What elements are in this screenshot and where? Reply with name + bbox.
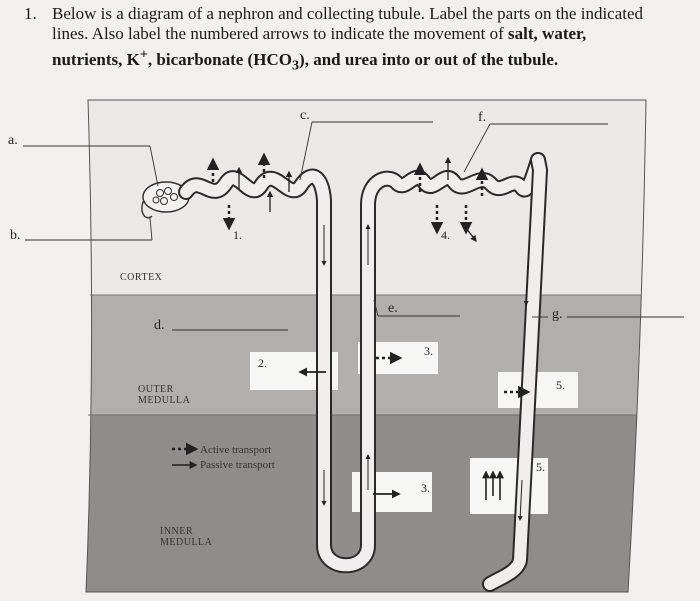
flow-arrows — [321, 224, 529, 521]
label-e: e. — [388, 301, 398, 316]
zone-cortex: CORTEX — [120, 272, 163, 283]
arrow-label-3-lower: 3. — [421, 481, 430, 495]
question-number: 1. — [24, 4, 37, 23]
question-line-2: lines. Also label the numbered arrows to… — [52, 24, 698, 44]
legend-symbols — [172, 442, 199, 469]
label-a: a. — [8, 133, 18, 148]
zone-outer-medulla-line2: MEDULLA — [138, 395, 191, 406]
arrow-label-2: 2. — [258, 356, 267, 370]
collecting-duct — [482, 152, 549, 592]
legend: Active transport Passive transport — [200, 442, 275, 472]
legend-active: Active transport — [200, 443, 272, 456]
question-line-2-bold: salt, water, — [508, 24, 587, 43]
arrow-label-3-upper: 3. — [424, 344, 433, 358]
question-line-3: nutrients, K+, bicarbonate (HCO3), and u… — [52, 44, 698, 75]
arrow-label-4: 4. — [441, 228, 450, 242]
transport-arrows-1 — [206, 152, 293, 231]
label-d: d. — [154, 318, 165, 333]
arrow-label-5-upper: 5. — [556, 378, 565, 392]
kidney-outline — [85, 99, 647, 593]
zone-outer-medulla: OUTER MEDULLA — [138, 384, 190, 406]
question-line-3-rest: , bicarbonate (HCO — [147, 49, 292, 69]
question-line-3-bold: nutrients, K — [52, 49, 140, 69]
transport-arrows-boxes — [298, 351, 531, 500]
question-line-3-end: ), and urea into or out of the tubule. — [299, 49, 559, 69]
label-g: g. — [552, 307, 563, 322]
question-line-3-sup: + — [139, 46, 148, 62]
arrow-label-5-lower: 5. — [536, 460, 545, 474]
legend-passive: Passive transport — [200, 458, 275, 471]
zone-outer-medulla-line1: OUTER — [138, 384, 174, 395]
question-line-1: Below is a diagram of a nephron and coll… — [52, 4, 644, 23]
question-line-3-sub: 3 — [291, 57, 300, 74]
zone-inner-medulla-line2: MEDULLA — [160, 537, 213, 548]
transport-arrows-4 — [413, 156, 489, 243]
zone-inner-medulla: INNER MEDULLA — [160, 526, 212, 548]
label-b: b. — [10, 228, 21, 243]
glomerulus — [141, 181, 190, 219]
leader-lines — [23, 121, 684, 331]
question-text: 1. Below is a diagram of a nephron and c… — [18, 4, 698, 75]
label-f: f. — [478, 110, 487, 125]
zone-inner-medulla-line1: INNER — [160, 526, 194, 537]
question-line-2-text: lines. Also label the numbered arrows to… — [52, 24, 504, 43]
box-5-upper — [498, 372, 578, 408]
box-5-lower — [470, 458, 548, 514]
nephron-tubule — [178, 152, 546, 574]
arrow-label-1: 1. — [233, 228, 242, 242]
label-c: c. — [300, 108, 310, 123]
